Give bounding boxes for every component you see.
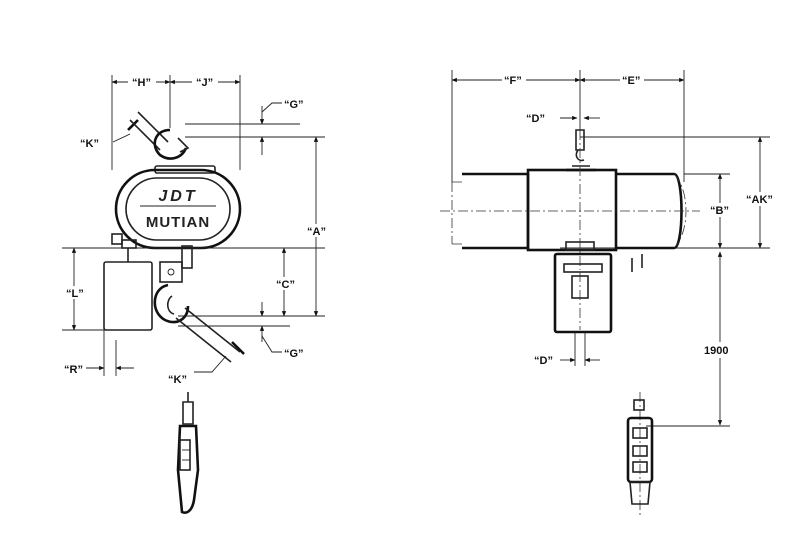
dim-label-k-top: “K” xyxy=(80,138,99,150)
dim-label-h: “H” xyxy=(132,77,151,89)
dim-label-e: “E” xyxy=(622,75,640,87)
dim-label-d-top: “D” xyxy=(526,113,545,125)
brand-mutian: MUTIAN xyxy=(146,214,210,231)
dim-label-r: “R” xyxy=(64,364,83,376)
dim-label-b: “B” xyxy=(710,205,729,217)
front-view: “F” “E” “D” “D” xyxy=(440,70,775,516)
dim-label-j: “J” xyxy=(196,77,213,89)
dim-label-f: “F” xyxy=(504,75,522,87)
pendant-side xyxy=(176,392,200,514)
dim-label-a: “A” xyxy=(307,226,326,238)
dim-label-1900: 1900 xyxy=(704,345,728,357)
dim-label-ak: “AK” xyxy=(746,194,773,206)
brand-jdt: JDT xyxy=(158,188,197,205)
dim-label-g-top: “G” xyxy=(284,99,304,111)
dim-label-g-bottom: “G” xyxy=(284,348,304,360)
dim-label-k-bottom: “K” xyxy=(168,374,187,386)
dim-label-c: “C” xyxy=(276,279,295,291)
side-view: “H” “J” “G” “K” JDT MUTIAN xyxy=(62,75,329,514)
pendant-front xyxy=(626,392,654,516)
dim-label-l: “L” xyxy=(66,288,84,300)
dim-label-d-bottom: “D” xyxy=(534,355,553,367)
